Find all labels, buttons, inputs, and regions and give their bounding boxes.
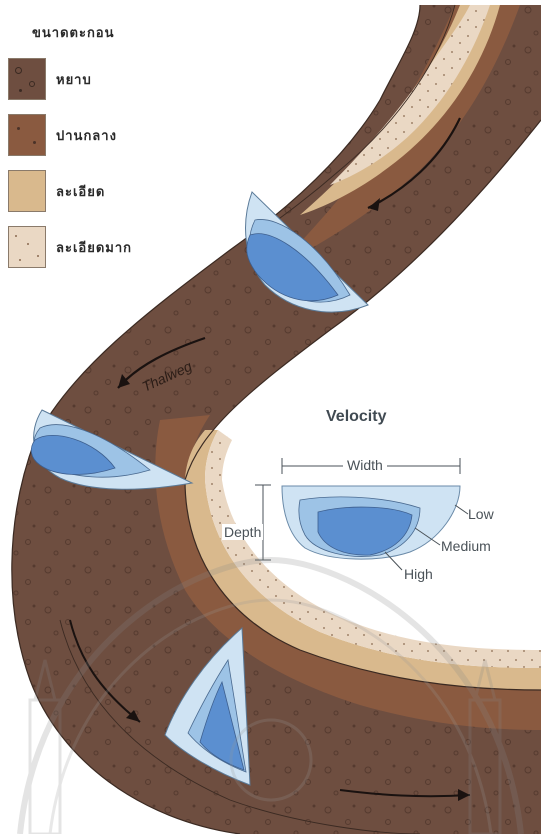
low-label: Low <box>468 506 494 522</box>
velocity-title: Velocity <box>326 408 386 426</box>
fine-swatch <box>8 170 46 212</box>
coarse-swatch <box>8 58 46 100</box>
legend-label-medium: ปานกลาง <box>56 125 117 146</box>
legend-label-very-fine: ละเอียดมาก <box>56 237 132 258</box>
sediment-size-legend: ขนาดตะกอน หยาบ ปานกลาง ละเอียด <box>8 22 208 275</box>
width-label: Width <box>343 457 387 473</box>
legend-item-medium: ปานกลาง <box>8 107 208 163</box>
legend-label-coarse: หยาบ <box>56 69 92 90</box>
very-fine-swatch <box>8 226 46 268</box>
legend-label-fine: ละเอียด <box>56 181 105 202</box>
high-label: High <box>404 566 433 582</box>
legend-title: ขนาดตะกอน <box>32 22 208 43</box>
depth-label: Depth <box>222 524 263 540</box>
legend-item-very-fine: ละเอียดมาก <box>8 219 208 275</box>
medium-swatch <box>8 114 46 156</box>
velocity-inset <box>255 458 468 570</box>
legend-item-fine: ละเอียด <box>8 163 208 219</box>
legend-item-coarse: หยาบ <box>8 51 208 107</box>
medium-label: Medium <box>441 538 491 554</box>
